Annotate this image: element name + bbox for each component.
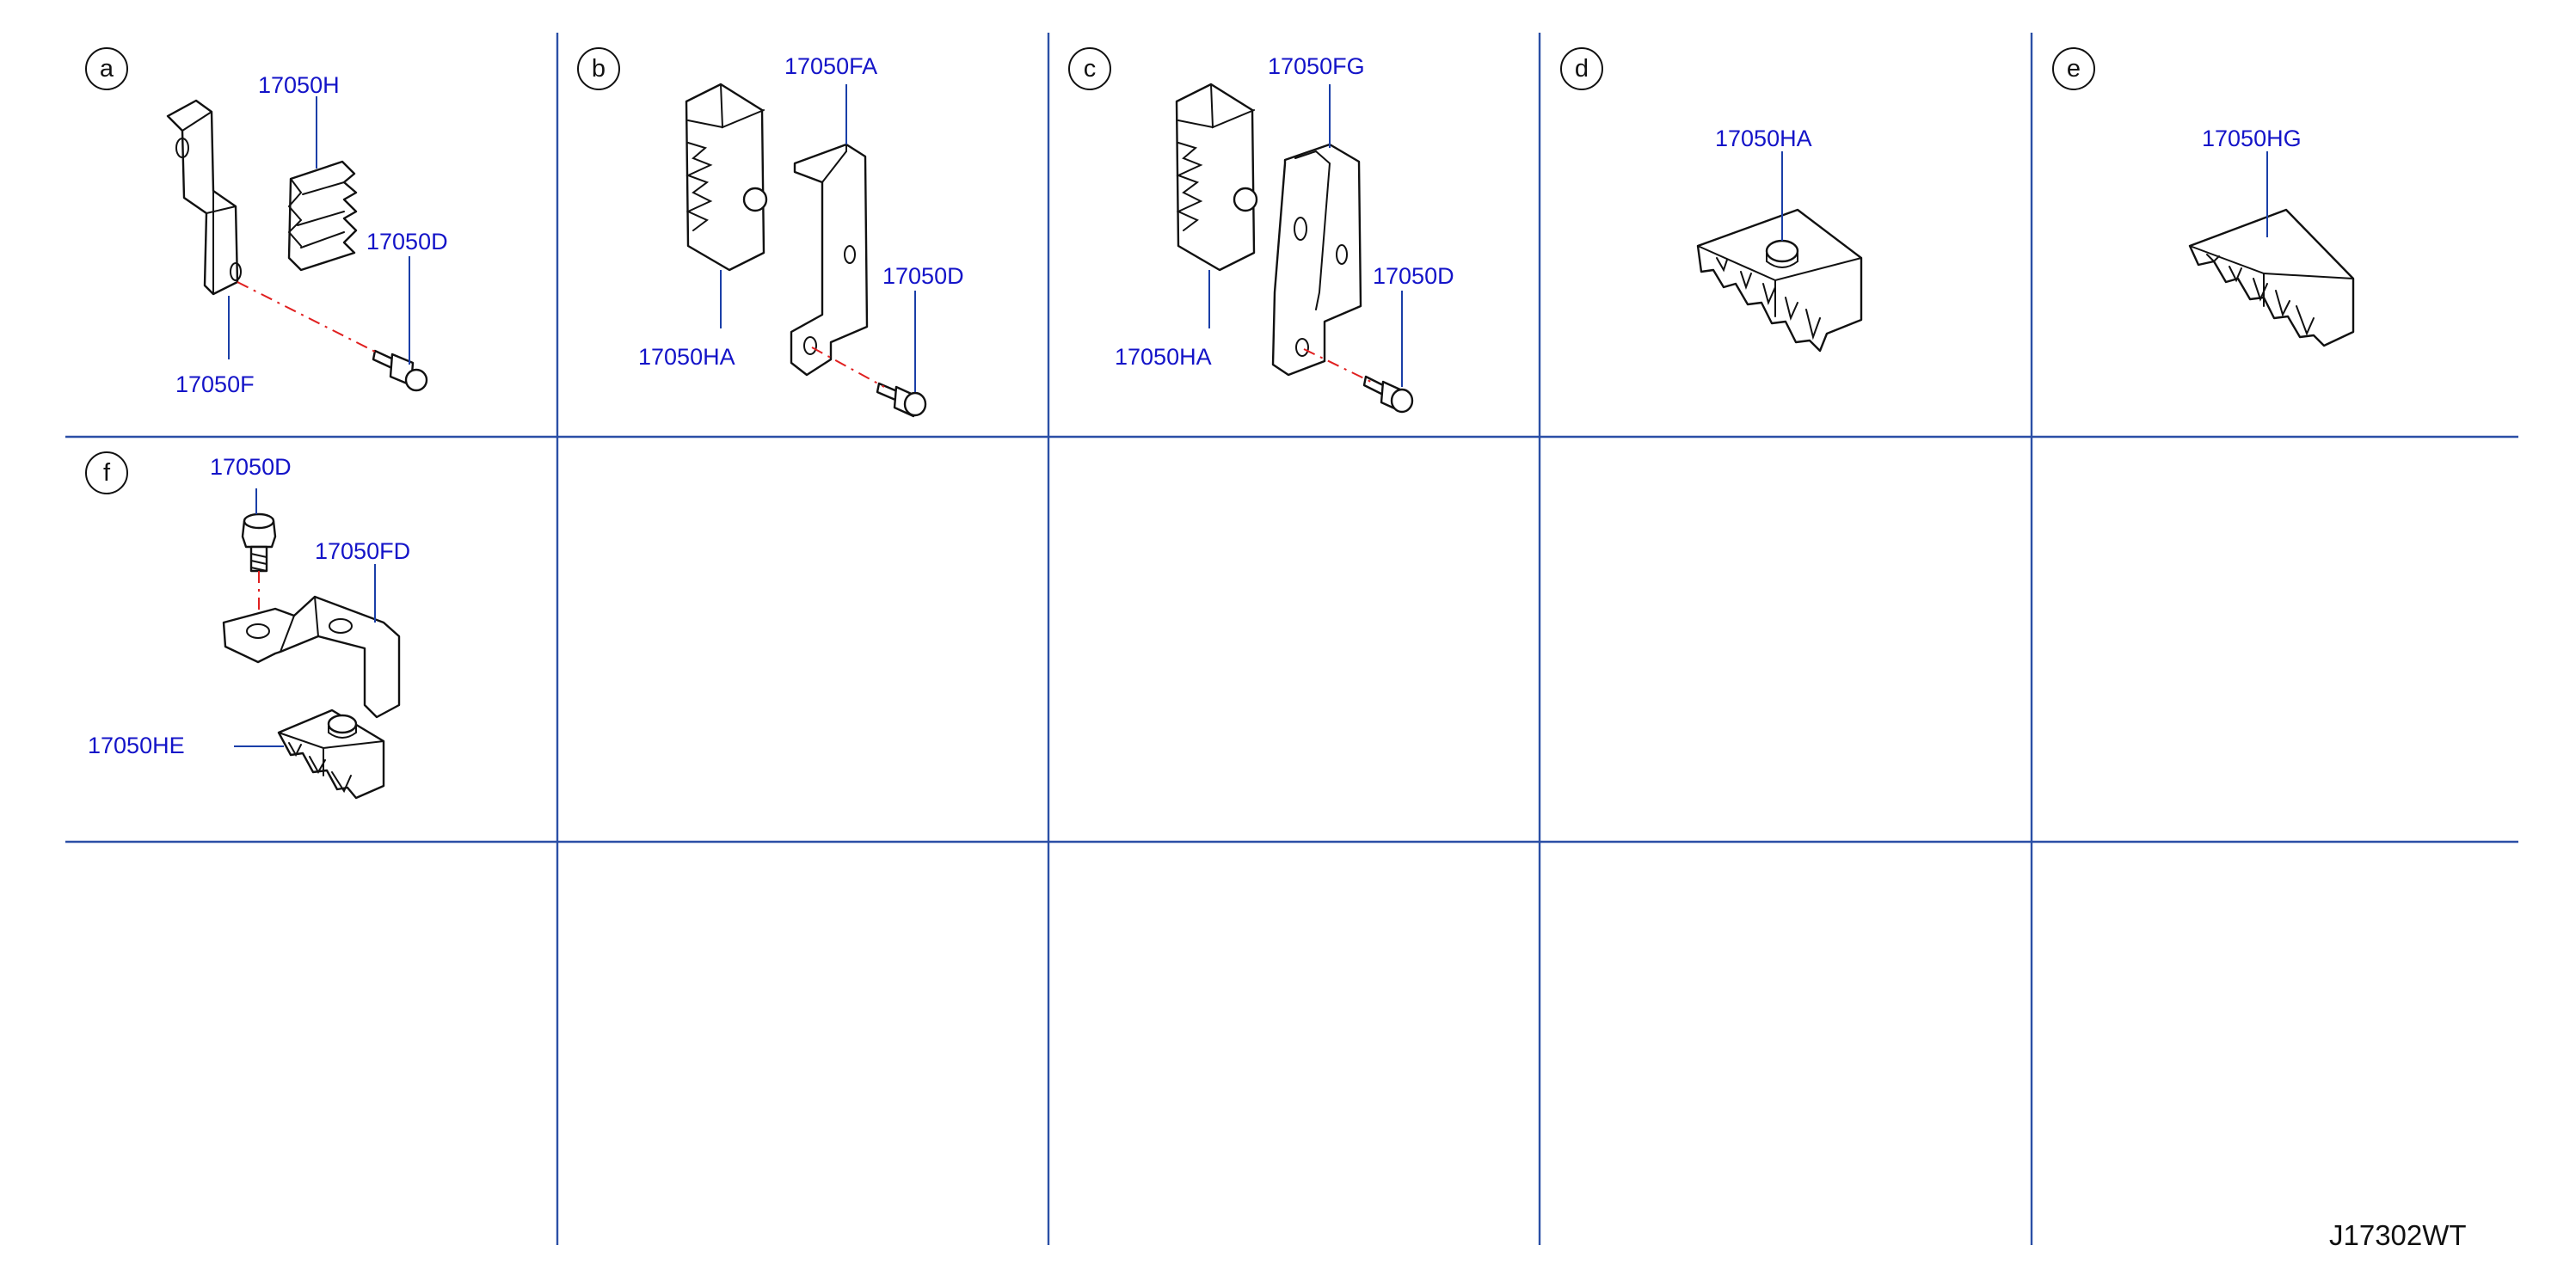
section-a-drawing: 17050H 17050D 17050F [166,72,448,397]
svg-text:a: a [100,55,114,83]
section-e-drawing: 17050HG [2188,126,2355,347]
part-label-17050D: 17050D [366,229,448,255]
section-c-drawing: 17050FG 17050D 17050HA [1115,53,1454,414]
part-label-17050H: 17050H [258,72,340,98]
svg-text:f: f [103,459,111,487]
section-marker-a: a [85,47,128,90]
section-marker-d: d [1560,47,1603,90]
part-label-17050HA-b: 17050HA [638,344,735,370]
section-b-drawing: 17050FA 17050D 17050HA [638,53,964,418]
section-marker-c: c [1068,47,1111,90]
part-label-17050HA-d: 17050HA [1715,126,1812,151]
section-marker-f: f [85,451,128,494]
svg-text:c: c [1084,55,1097,83]
section-marker-b: b [577,47,620,90]
section-f-drawing: 17050D 17050FD 17050HE [88,454,410,800]
part-label-17050D-c: 17050D [1373,263,1454,289]
svg-text:e: e [2067,55,2081,83]
section-marker-e: e [2052,47,2095,90]
section-d-drawing: 17050HA [1696,126,1863,353]
part-label-17050D-b: 17050D [882,263,964,289]
part-label-17050FD: 17050FD [315,538,410,564]
part-label-17050HG: 17050HG [2202,126,2302,151]
part-label-17050D-f: 17050D [210,454,292,480]
part-label-17050FG: 17050FG [1268,53,1365,79]
svg-text:d: d [1575,55,1589,83]
part-label-17050HA-c: 17050HA [1115,344,1212,370]
grid-lines [65,33,2518,1245]
part-label-17050HE: 17050HE [88,733,185,758]
part-label-17050FA: 17050FA [784,53,877,79]
svg-text:b: b [592,55,606,83]
drawing-code: J17302WT [2329,1219,2467,1251]
part-label-17050F: 17050F [175,371,255,397]
